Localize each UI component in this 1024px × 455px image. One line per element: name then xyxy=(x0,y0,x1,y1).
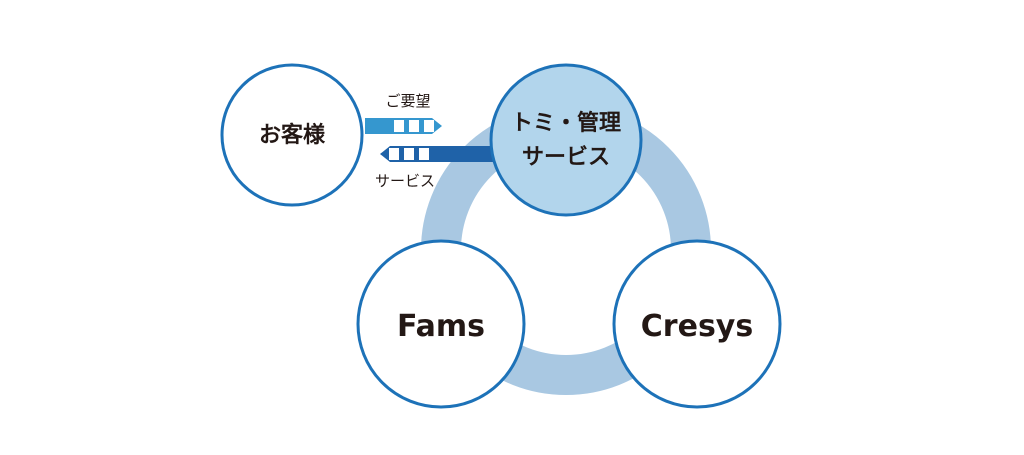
customer-node: お客様 xyxy=(220,63,364,207)
service-arrow: サービス xyxy=(375,146,500,190)
fams-circle xyxy=(356,239,526,409)
hub-circle xyxy=(489,63,643,217)
fams-label: Fams xyxy=(397,309,485,344)
service-arrow-segment xyxy=(389,148,399,160)
request-arrow: ご要望 xyxy=(365,92,442,134)
service-arrow-segment xyxy=(419,148,429,160)
hub-label-line1: トミ・管理 xyxy=(511,110,621,136)
request-arrow-segment xyxy=(394,120,404,132)
cresys-circle xyxy=(612,239,782,409)
customer-label: お客様 xyxy=(259,122,326,148)
customer-circle xyxy=(220,63,364,207)
hub-label-line2: サービス xyxy=(522,145,610,170)
service-arrow-label: サービス xyxy=(375,172,435,190)
cresys-node: Cresys xyxy=(612,239,782,409)
request-arrow-label: ご要望 xyxy=(385,92,430,110)
service-arrow-segment xyxy=(404,148,414,160)
request-arrow-segment xyxy=(409,120,419,132)
cresys-label: Cresys xyxy=(641,309,753,344)
fams-node: Fams xyxy=(356,239,526,409)
hub-node: トミ・管理 サービス xyxy=(489,63,643,217)
request-arrow-segment xyxy=(424,120,434,132)
